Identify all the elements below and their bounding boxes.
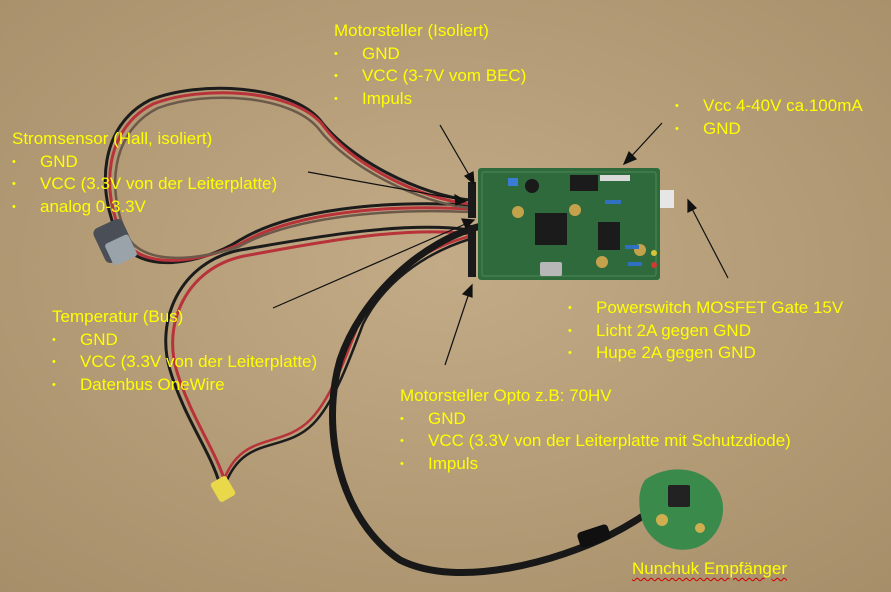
list-item: Impuls (400, 453, 791, 476)
label-title: Motorsteller (Isoliert) (334, 21, 489, 40)
list-item: Hupe 2A gegen GND (568, 342, 843, 365)
label-motorsteller-opto: Motorsteller Opto z.B: 70HV GND VCC (3.3… (400, 385, 791, 475)
list-item: Powerswitch MOSFET Gate 15V (568, 297, 843, 320)
pin-header-right (660, 190, 674, 208)
list-item: GND (675, 118, 863, 141)
label-title: Motorsteller Opto z.B: 70HV (400, 386, 612, 405)
label-motorsteller-isoliert: Motorsteller (Isoliert) GND VCC (3-7V vo… (334, 20, 526, 110)
main-pcb (468, 168, 674, 280)
microcontroller-chip (535, 213, 567, 245)
hall-sensor (93, 218, 137, 266)
label-title: Nunchuk Empfänger (632, 559, 787, 578)
label-title: Temperatur (Bus) (52, 307, 184, 326)
list-item: Datenbus OneWire (52, 374, 317, 397)
list-item: GND (12, 151, 277, 174)
pin-header-left (468, 182, 476, 218)
label-stromsensor: Stromsensor (Hall, isoliert) GND VCC (3.… (12, 128, 277, 218)
annotation-arrows (272, 122, 729, 366)
list-item: Licht 2A gegen GND (568, 320, 843, 343)
list-item: GND (334, 43, 526, 66)
list-item: Impuls (334, 88, 526, 111)
yellow-connector (210, 476, 236, 502)
list-item: VCC (3.3V von der Leiterplatte mit Schut… (400, 430, 791, 453)
nunchuk-receiver-board (639, 469, 724, 550)
label-vcc-power: Vcc 4-40V ca.100mA GND (675, 95, 863, 140)
list-item: VCC (3.3V von der Leiterplatte) (52, 351, 317, 374)
list-item: VCC (3-7V vom BEC) (334, 65, 526, 88)
label-title: Stromsensor (Hall, isoliert) (12, 129, 213, 148)
label-powerswitch: Powerswitch MOSFET Gate 15V Licht 2A geg… (568, 297, 843, 365)
list-item: GND (52, 329, 317, 352)
list-item: GND (400, 408, 791, 431)
list-item: VCC (3.3V von der Leiterplatte) (12, 173, 277, 196)
list-item: analog 0-3.3V (12, 196, 277, 219)
label-nunchuk: Nunchuk Empfänger (632, 558, 787, 581)
list-item: Vcc 4-40V ca.100mA (675, 95, 863, 118)
nunchuk-cable (329, 221, 664, 577)
label-temperatur: Temperatur (Bus) GND VCC (3.3V von der L… (52, 306, 317, 396)
